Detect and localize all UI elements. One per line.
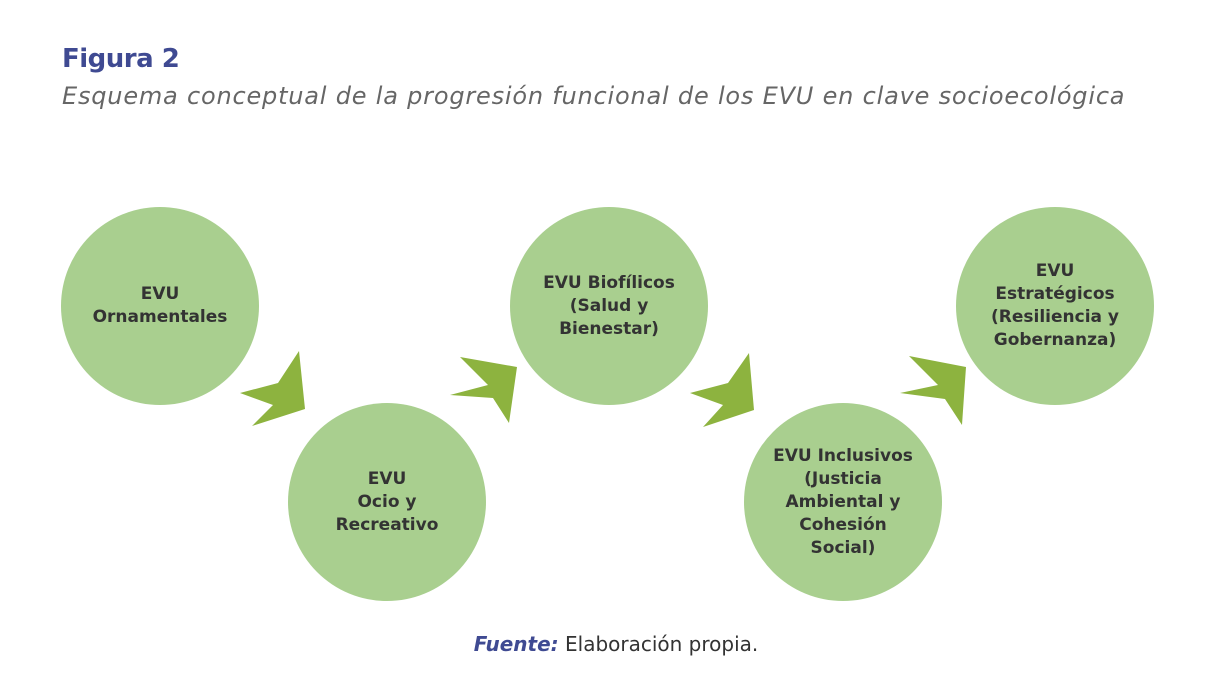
chevron-arrow-icon bbox=[240, 351, 305, 426]
source-text: Elaboración propia. bbox=[558, 632, 759, 656]
node-label: EVU Biofílicos (Salud y Bienestar) bbox=[543, 272, 675, 339]
chevron-arrow-icon bbox=[450, 357, 517, 423]
node-label: EVU Ocio y Recreativo bbox=[335, 468, 439, 535]
figure-caption: Esquema conceptual de la progresión func… bbox=[62, 82, 1126, 110]
node-evu-ocio-recreativo: EVU Ocio y Recreativo bbox=[288, 403, 486, 601]
source-label: Fuente: bbox=[473, 632, 559, 656]
chevron-arrow-icon bbox=[900, 356, 966, 425]
node-label: EVU Estratégicos (Resiliencia y Gobernan… bbox=[991, 261, 1119, 350]
node-evu-inclusivos: EVU Inclusivos (Justicia Ambiental y Coh… bbox=[744, 403, 942, 601]
node-evu-ornamentales: EVU Ornamentales bbox=[61, 207, 259, 405]
node-label: EVU Ornamentales bbox=[92, 284, 228, 327]
chevron-arrow-icon bbox=[690, 353, 754, 427]
figure-label: Figura 2 bbox=[62, 44, 180, 74]
node-evu-estrategicos: EVU Estratégicos (Resiliencia y Gobernan… bbox=[956, 207, 1154, 405]
figure-source: Fuente: Elaboración propia. bbox=[0, 632, 1232, 656]
node-evu-biofilicos: EVU Biofílicos (Salud y Bienestar) bbox=[510, 207, 708, 405]
node-label: EVU Inclusivos (Justicia Ambiental y Coh… bbox=[773, 445, 913, 558]
